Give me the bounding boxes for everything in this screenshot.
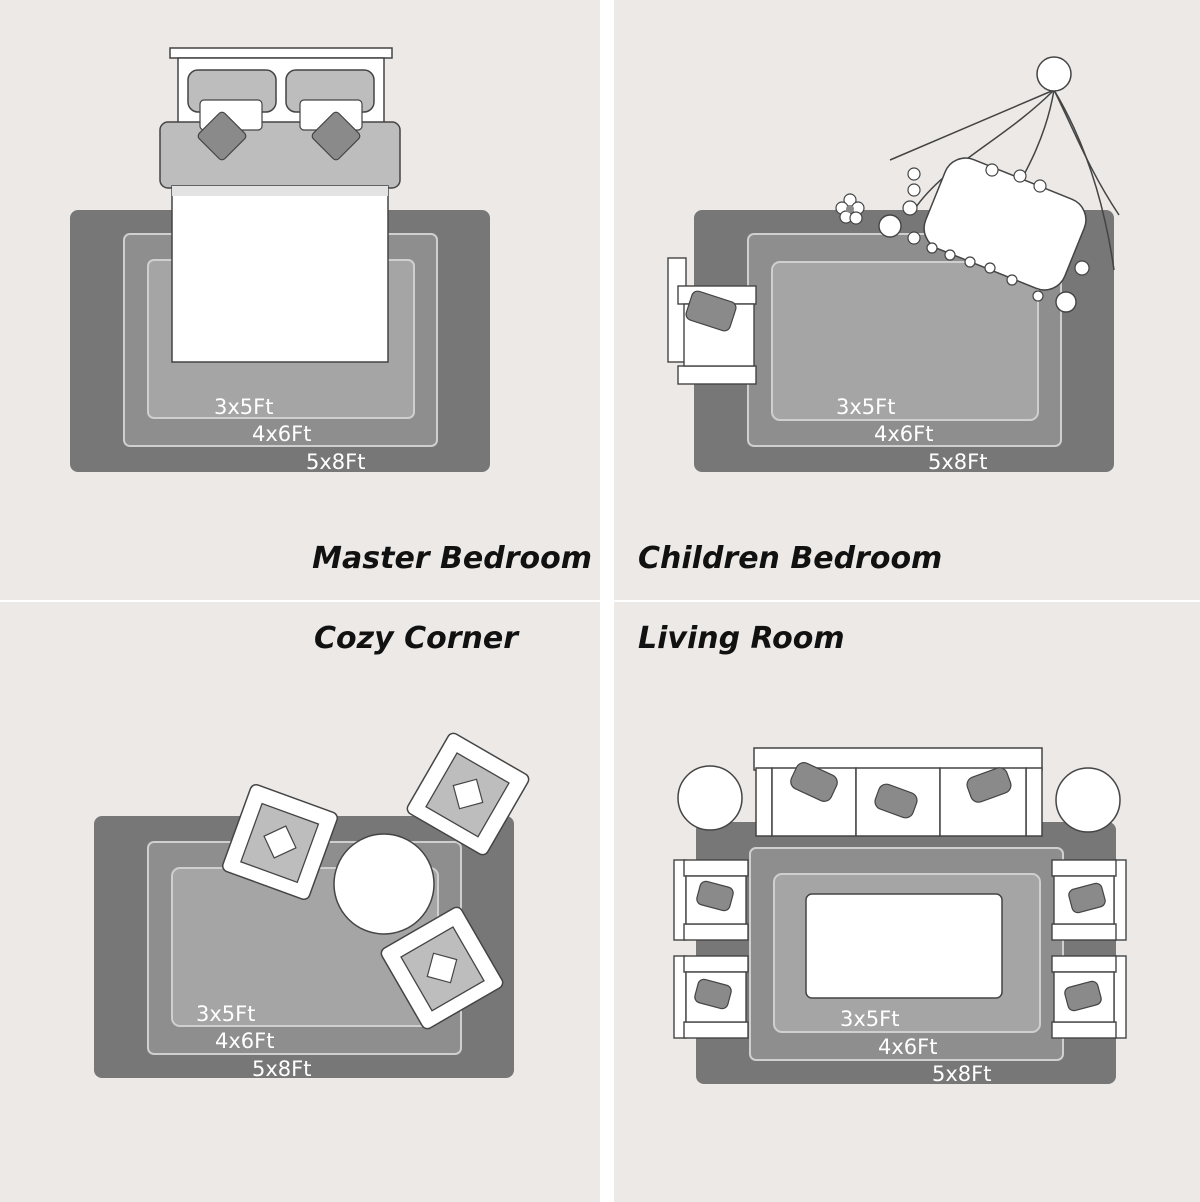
panel-cozy-corner: 3x5Ft 4x6Ft 5x8Ft Cozy Corner	[0, 602, 600, 1202]
pillow-icon	[299, 99, 363, 161]
caption-master-bedroom: Master Bedroom	[312, 541, 592, 576]
size-label-3x5: 3x5Ft	[836, 395, 895, 419]
armchair-icon	[673, 955, 749, 1039]
caption-cozy-corner: Cozy Corner	[314, 621, 520, 656]
caption-living-room: Living Room	[638, 621, 845, 656]
armchair-icon	[667, 257, 757, 385]
caption-children-bedroom: Children Bedroom	[638, 541, 942, 576]
armchair-icon	[380, 906, 504, 1030]
size-label-3x5: 3x5Ft	[840, 1007, 899, 1031]
size-label-4x6: 4x6Ft	[215, 1029, 274, 1053]
size-label-3x5: 3x5Ft	[214, 395, 273, 419]
coffee-table-icon	[805, 893, 1003, 999]
panel-living-room: 3x5Ft 4x6Ft 5x8Ft Living Room	[614, 602, 1200, 1202]
armchair-icon	[406, 732, 530, 856]
size-label-5x8: 5x8Ft	[932, 1062, 991, 1086]
side-table-icon	[677, 765, 743, 831]
size-label-4x6: 4x6Ft	[874, 422, 933, 446]
panel-children-bedroom: 3x5Ft 4x6Ft 5x8Ft Children Bedroom	[614, 0, 1200, 600]
size-label-5x8: 5x8Ft	[306, 450, 365, 474]
rug-3x5	[771, 261, 1039, 421]
size-label-5x8: 5x8Ft	[252, 1057, 311, 1081]
size-label-5x8: 5x8Ft	[928, 450, 987, 474]
armchair-icon	[221, 783, 339, 901]
bed-icon	[159, 47, 401, 363]
pillow-icon	[197, 99, 263, 161]
canopy-bed-icon	[878, 56, 1120, 313]
size-label-4x6: 4x6Ft	[878, 1035, 937, 1059]
sofa-icon	[753, 747, 1043, 837]
flower-icon	[835, 193, 865, 225]
size-label-4x6: 4x6Ft	[252, 422, 311, 446]
size-label-3x5: 3x5Ft	[196, 1002, 255, 1026]
panel-master-bedroom: 3x5Ft 4x6Ft 5x8Ft Master Bedroom	[0, 0, 600, 600]
armchair-icon	[1051, 859, 1127, 941]
side-table-icon	[1055, 767, 1121, 833]
armchair-icon	[673, 859, 749, 941]
armchair-icon	[1051, 955, 1127, 1039]
round-table-icon	[333, 833, 435, 935]
